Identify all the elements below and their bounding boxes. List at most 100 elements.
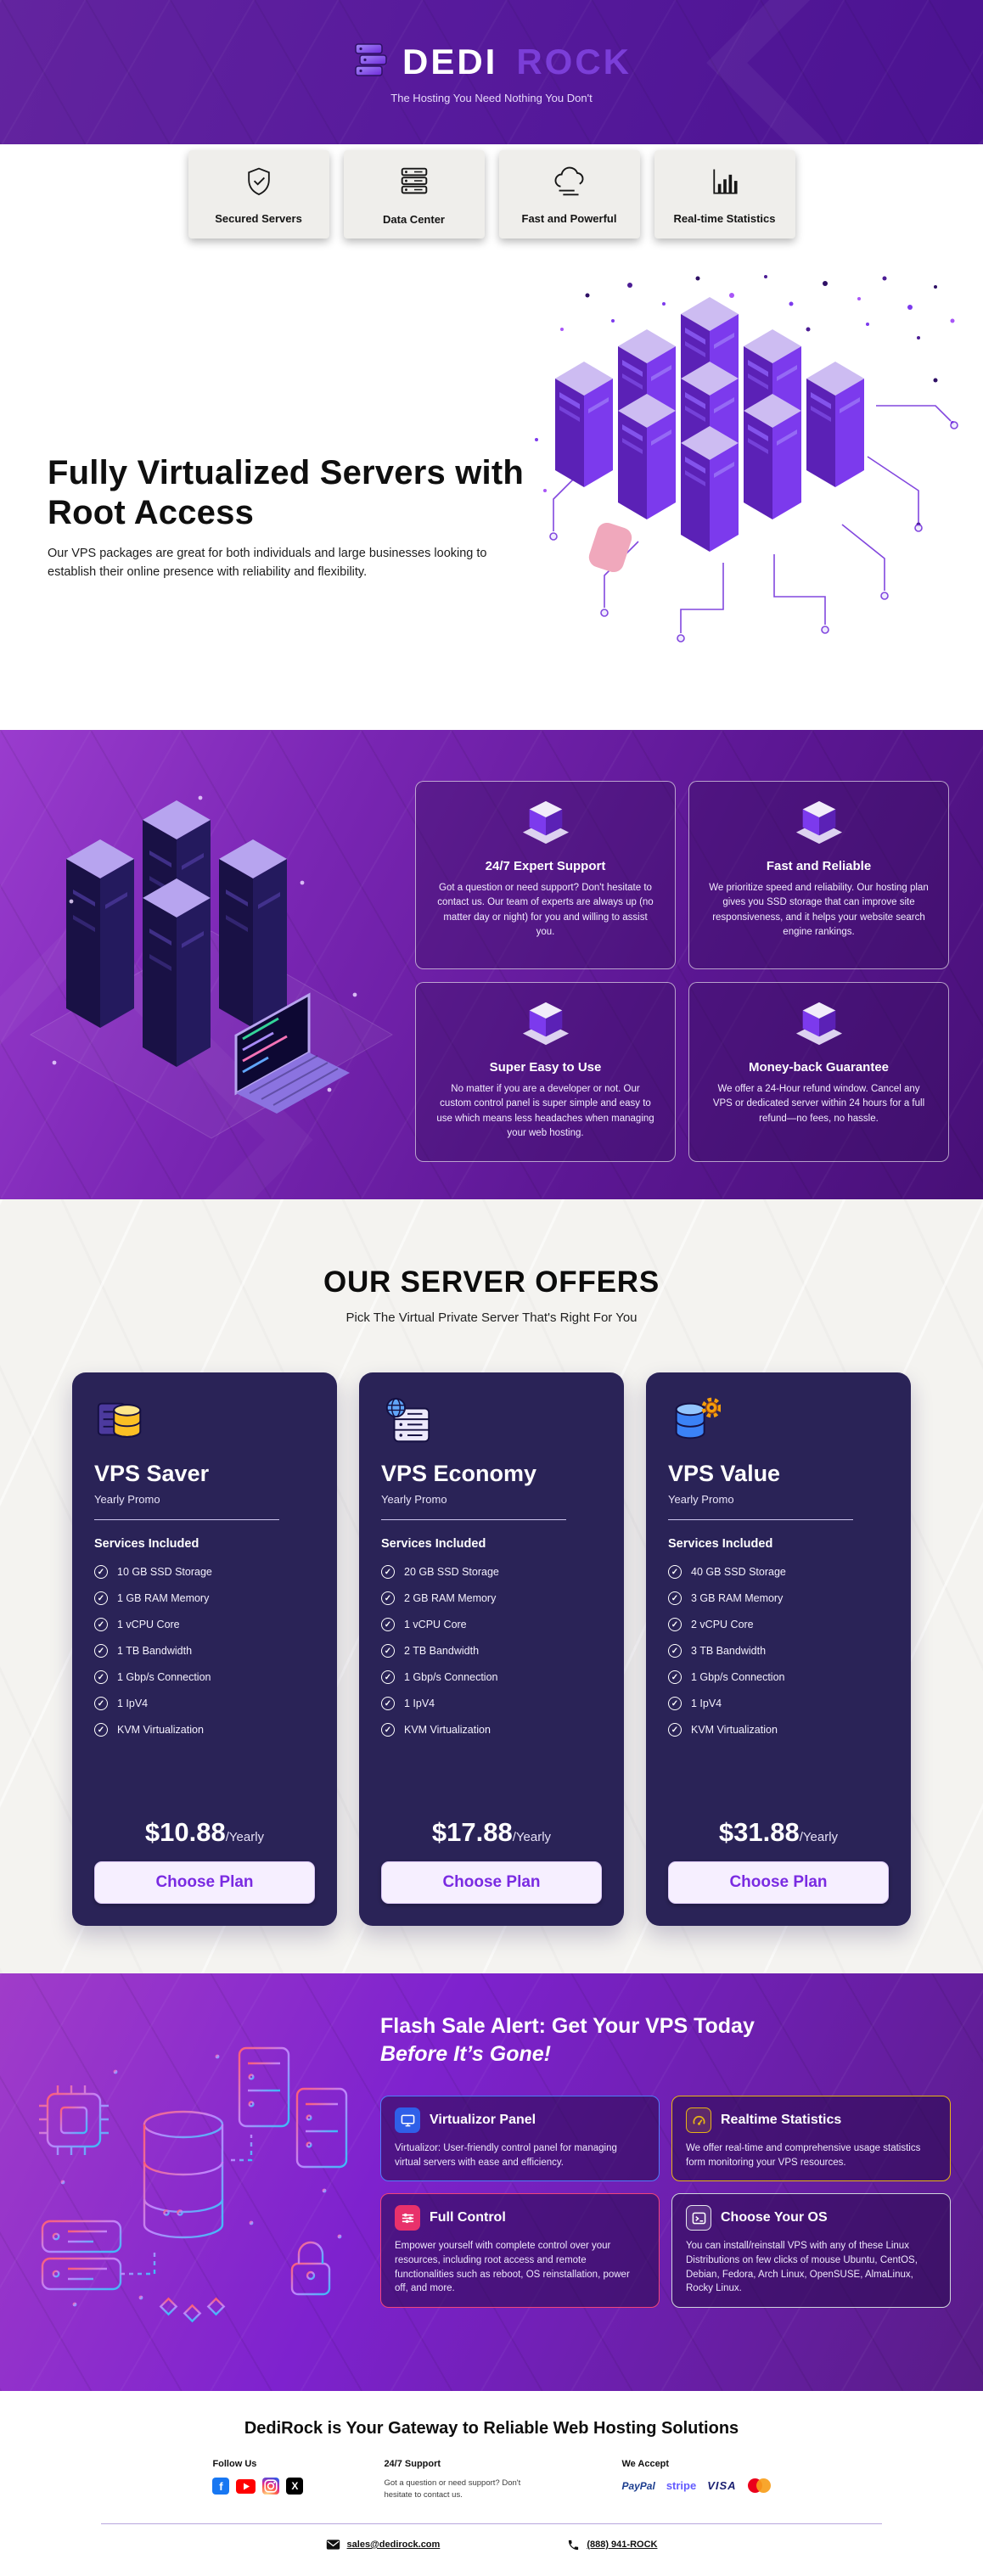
- feature-title: Fast and Reliable: [766, 859, 872, 873]
- check-icon: [381, 1618, 395, 1631]
- plan-feature: KVM Virtualization: [381, 1723, 602, 1737]
- check-icon: [668, 1591, 682, 1605]
- check-icon: [94, 1644, 108, 1658]
- site-header: DEDI ROCK The Hosting You Need Nothing Y…: [0, 0, 983, 144]
- plan-name: VPS Value: [668, 1461, 781, 1486]
- feature-title: Super Easy to Use: [489, 1060, 602, 1075]
- check-icon: [94, 1591, 108, 1605]
- plan-feature-text: 1 Gbp/s Connection: [117, 1671, 211, 1683]
- sliders-icon: [395, 2205, 420, 2231]
- plan-feature-text: 10 GB SSD Storage: [117, 1566, 212, 1578]
- check-icon: [381, 1670, 395, 1684]
- payment-methods: PayPal stripe VISA: [621, 2478, 771, 2493]
- panel-icon: [395, 2107, 420, 2133]
- feature-title: 24/7 Expert Support: [485, 859, 606, 873]
- flash-card-choose-os: Choose Your OS You can install/reinstall…: [671, 2193, 951, 2309]
- plans-row: VPS Saver Yearly Promo Services Included…: [0, 1372, 983, 1926]
- plan-feature-text: 40 GB SSD Storage: [691, 1566, 786, 1578]
- paypal-logo: PayPal: [621, 2479, 655, 2492]
- plan-feature: 1 IpV4: [668, 1697, 889, 1710]
- badge-label: Real-time Statistics: [673, 211, 776, 225]
- gauge-icon: [686, 2107, 711, 2133]
- server-stack-icon: [396, 164, 432, 204]
- plan-feature: 2 vCPU Core: [668, 1618, 889, 1631]
- plan-feature: 1 Gbp/s Connection: [668, 1670, 889, 1684]
- plan-feature: 1 GB RAM Memory: [94, 1591, 315, 1605]
- plan-feature-text: 1 TB Bandwidth: [117, 1645, 193, 1657]
- feature-card-support: 24/7 Expert Support Got a question or ne…: [415, 781, 676, 969]
- follow-us-label: Follow Us: [212, 2459, 257, 2469]
- flash-card-text: You can install/reinstall VPS with any o…: [686, 2241, 918, 2294]
- logo-text-primary: DEDI: [402, 42, 498, 81]
- instagram-icon[interactable]: [262, 2478, 280, 2495]
- flash-card-virtualizor-panel: Virtualizor Panel Virtualizor: User-frie…: [380, 2096, 660, 2182]
- plan-feature-text: 2 GB RAM Memory: [404, 1592, 497, 1604]
- flash-cards-grid: Virtualizor Panel Virtualizor: User-frie…: [380, 2096, 951, 2309]
- badge-realtime-statistics: Real-time Statistics: [654, 150, 795, 239]
- plan-feature-text: 1 Gbp/s Connection: [404, 1671, 498, 1683]
- plan-name: VPS Saver: [94, 1461, 210, 1486]
- hero-description: Our VPS packages are great for both indi…: [48, 547, 487, 579]
- check-icon: [94, 1670, 108, 1684]
- check-icon: [381, 1591, 395, 1605]
- flash-sale-heading: Flash Sale Alert: Get Your VPS Today Bef…: [380, 2014, 755, 2067]
- check-icon: [668, 1565, 682, 1579]
- flash-sale-illustration: [37, 2041, 360, 2343]
- plan-feature-text: 1 IpV4: [404, 1698, 435, 1709]
- server-stack-logo-icon: [351, 41, 390, 84]
- box-icon: [795, 800, 844, 848]
- plan-feature: 1 Gbp/s Connection: [381, 1670, 602, 1684]
- email-link[interactable]: sales@dedirock.com: [326, 2539, 440, 2551]
- features-illustration: [22, 783, 401, 1153]
- price-value: $17.88: [431, 1817, 513, 1847]
- plan-feature: 1 TB Bandwidth: [94, 1644, 315, 1658]
- terminal-icon: [686, 2205, 711, 2231]
- bar-chart-icon: [708, 165, 742, 203]
- box-icon: [521, 1002, 570, 1049]
- choose-plan-button[interactable]: Choose Plan: [94, 1861, 315, 1904]
- price-value: $31.88: [718, 1817, 800, 1847]
- box-icon: [795, 1002, 844, 1049]
- check-icon: [94, 1565, 108, 1579]
- plan-card-vps-value: VPS Value Yearly Promo Services Included…: [646, 1372, 911, 1926]
- feature-badges-row: Secured Servers Data Center: [0, 150, 983, 239]
- plan-feature: 3 TB Bandwidth: [668, 1644, 889, 1658]
- youtube-icon[interactable]: [236, 2478, 256, 2494]
- plan-feature-text: 1 vCPU Core: [117, 1619, 180, 1630]
- check-icon: [668, 1697, 682, 1710]
- plan-feature: 1 IpV4: [94, 1697, 315, 1710]
- feature-title: Money-back Guarantee: [748, 1060, 890, 1075]
- plan-feature-text: 3 TB Bandwidth: [691, 1645, 767, 1657]
- social-icons: f X: [212, 2478, 304, 2495]
- check-icon: [668, 1723, 682, 1737]
- flash-card-full-control: Full Control Empower yourself with compl…: [380, 2193, 660, 2309]
- laptop: [234, 992, 350, 1114]
- plan-feature: 20 GB SSD Storage: [381, 1565, 602, 1579]
- choose-plan-button[interactable]: Choose Plan: [381, 1861, 602, 1904]
- services-label: Services Included: [668, 1537, 773, 1551]
- plan-feature: 1 vCPU Core: [381, 1618, 602, 1631]
- phone-link[interactable]: (888) 941-ROCK: [567, 2539, 657, 2551]
- box-icon: [521, 800, 570, 848]
- check-icon: [668, 1644, 682, 1658]
- x-twitter-icon[interactable]: X: [286, 2478, 304, 2495]
- plan-feature-text: 1 GB RAM Memory: [117, 1592, 210, 1604]
- plan-feature-text: KVM Virtualization: [404, 1724, 491, 1736]
- check-icon: [381, 1565, 395, 1579]
- plan-feature-text: 1 Gbp/s Connection: [691, 1671, 785, 1683]
- badge-secured-servers: Secured Servers: [188, 150, 329, 239]
- footer-follow-column: Follow Us f X: [212, 2459, 304, 2495]
- we-accept-label: We Accept: [621, 2459, 670, 2469]
- feature-card-fast-reliable: Fast and Reliable We prioritize speed an…: [688, 781, 949, 969]
- choose-plan-button[interactable]: Choose Plan: [668, 1861, 889, 1904]
- feature-card-money-back: Money-back Guarantee We offer a 24-Hour …: [688, 982, 949, 1162]
- plan-price: $31.88/Yearly: [668, 1817, 889, 1848]
- price-value: $10.88: [144, 1817, 226, 1847]
- hero-section: Secured Servers Data Center: [0, 144, 983, 730]
- flash-card-text: Empower yourself with complete control o…: [395, 2241, 630, 2294]
- plan-feature-list: 40 GB SSD Storage 3 GB RAM Memory 2 vCPU…: [668, 1565, 889, 1749]
- facebook-icon[interactable]: f: [212, 2478, 230, 2495]
- check-icon: [94, 1723, 108, 1737]
- support-label: 24/7 Support: [384, 2459, 441, 2469]
